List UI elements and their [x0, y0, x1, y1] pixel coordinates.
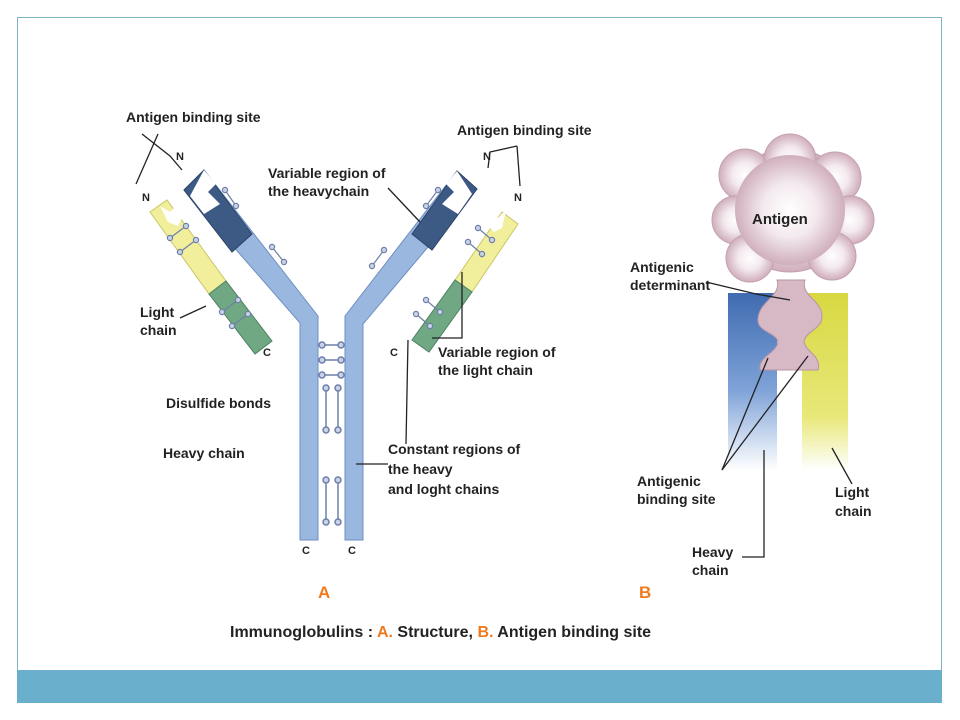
label-disulfide-bonds: Disulfide bonds	[166, 395, 271, 411]
label-variable-heavy-line1: Variable region of	[268, 165, 386, 181]
antigen-cloud	[711, 133, 875, 283]
leader-lines-a	[135, 133, 521, 465]
light-chain-left-tip	[160, 206, 184, 226]
label-light-chain-b-line2: chain	[835, 503, 872, 519]
binding-notch-left	[190, 170, 220, 214]
diagram-letter-b: B	[639, 583, 651, 602]
antigen-binding-diagram: Antigen Antigenic determinant Antigenic …	[630, 133, 875, 602]
heavy-chain-left	[183, 169, 319, 541]
disulfide-bonds-right	[368, 186, 496, 330]
antigenic-determinant	[757, 279, 823, 371]
c-terminus-light-right: C	[390, 347, 398, 359]
label-variable-heavy-line2: the heavychain	[268, 183, 369, 199]
antibody-structure-diagram: N N N N C C C C Antigen binding site Ant…	[126, 109, 592, 602]
label-antigenic-binding-site-line2: binding site	[637, 491, 716, 507]
n-terminus-heavy-left: N	[176, 151, 184, 163]
caption-a-letter: A.	[377, 624, 393, 641]
label-antigen: Antigen	[752, 211, 808, 228]
n-terminus-light-right: N	[514, 192, 522, 204]
caption-b-text: Antigen binding site	[497, 624, 651, 641]
disulfide-bonds-left	[166, 186, 288, 330]
light-chain-left-constant	[208, 280, 273, 355]
label-constant-line3: and loght chains	[388, 481, 499, 497]
slide-footer-bar	[17, 670, 942, 703]
n-terminus-light-left: N	[142, 192, 150, 204]
label-variable-light-line2: the light chain	[438, 362, 533, 378]
light-chain-right-tip	[486, 210, 506, 232]
c-terminus-heavy-right: C	[348, 545, 356, 557]
diagram-letter-a: A	[318, 583, 330, 602]
disulfide-bonds-center	[318, 341, 345, 526]
leader-lines-b	[705, 281, 853, 558]
light-chain-right-constant	[411, 279, 473, 353]
label-antigen-binding-site-right: Antigen binding site	[457, 122, 592, 138]
label-antigenic-determinant-line1: Antigenic	[630, 259, 694, 275]
caption-prefix: Immunoglobulins :	[230, 624, 373, 641]
binding-notch-right	[442, 171, 472, 214]
label-antigen-binding-site-left: Antigen binding site	[126, 109, 261, 125]
c-terminus-light-left: C	[263, 347, 271, 359]
label-variable-light-line1: Variable region of	[438, 344, 556, 360]
label-constant-line2: the heavy	[388, 461, 453, 477]
caption-a-text: Structure,	[397, 624, 473, 641]
label-heavy-chain-b-line1: Heavy	[692, 544, 733, 560]
label-heavy-chain: Heavy chain	[163, 445, 245, 461]
label-light-chain-line2: chain	[140, 322, 177, 338]
caption-b-letter: B.	[477, 624, 493, 641]
label-antigenic-determinant-line2: determinant	[630, 277, 710, 293]
n-terminus-heavy-right: N	[483, 151, 491, 163]
label-light-chain-b-line1: Light	[835, 484, 870, 500]
label-antigenic-binding-site-line1: Antigenic	[637, 473, 701, 489]
variable-heavy-right	[411, 170, 478, 251]
figure-caption: Immunoglobulins : A. Structure, B. Antig…	[230, 624, 651, 641]
label-heavy-chain-b-line2: chain	[692, 562, 729, 578]
label-light-chain-line1: Light	[140, 304, 175, 320]
label-constant-line1: Constant regions of	[388, 441, 521, 457]
c-terminus-heavy-left: C	[302, 545, 310, 557]
